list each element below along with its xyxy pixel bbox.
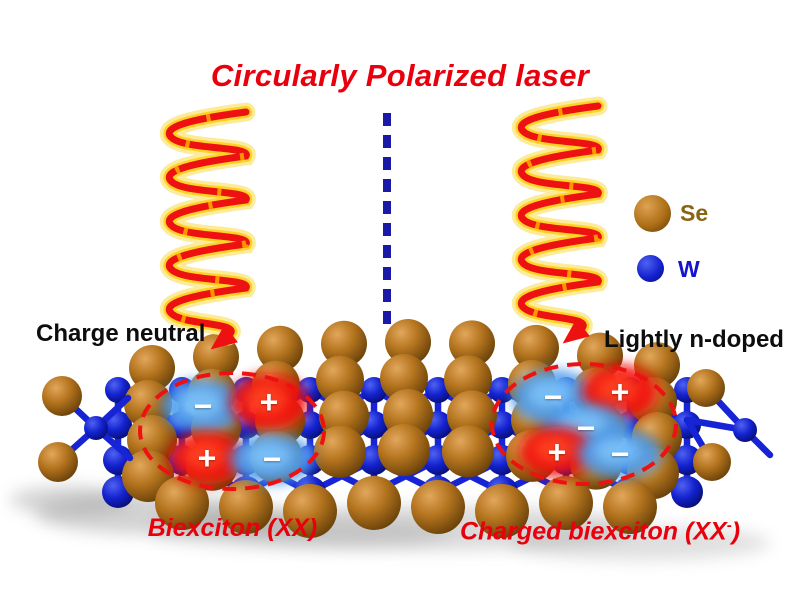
charge-sign-electron: −	[576, 410, 596, 446]
caption-text: Charged biexciton (XX	[459, 517, 727, 546]
charge-sign-electron: −	[610, 436, 630, 472]
charge-sign-electron: −	[543, 379, 563, 415]
right-region-header: Lightly n-doped	[604, 326, 784, 353]
se-legend-label: Se	[680, 200, 709, 226]
charge-sign-hole: +	[197, 440, 217, 476]
exciton-outlines	[138, 362, 678, 491]
se-atom-legend-icon	[634, 195, 671, 232]
w-legend-label: W	[678, 256, 700, 282]
laser-beams	[160, 96, 608, 350]
charge-sign-hole: +	[259, 384, 279, 420]
left-region-header: Charge neutral	[36, 320, 206, 347]
figure-title: Circularly Polarized laser	[210, 58, 590, 93]
biexciton-caption: Biexciton (XX)	[147, 514, 318, 542]
w-atom-legend-icon	[637, 255, 664, 282]
charged-biexciton-caption: Charged biexciton (XX-)	[430, 517, 770, 546]
charge-sign-hole: +	[610, 374, 630, 410]
charge-sign-hole: +	[547, 434, 567, 470]
biexciton-outline	[138, 371, 326, 491]
charged-biexciton-outline	[490, 362, 678, 486]
charge-sign-electron: −	[262, 441, 282, 477]
charge-sign-electron: −	[193, 388, 213, 424]
exciton-charge-clouds	[162, 365, 662, 484]
caption-superscript-minus: -	[726, 517, 732, 534]
caption-text: )	[731, 517, 741, 546]
